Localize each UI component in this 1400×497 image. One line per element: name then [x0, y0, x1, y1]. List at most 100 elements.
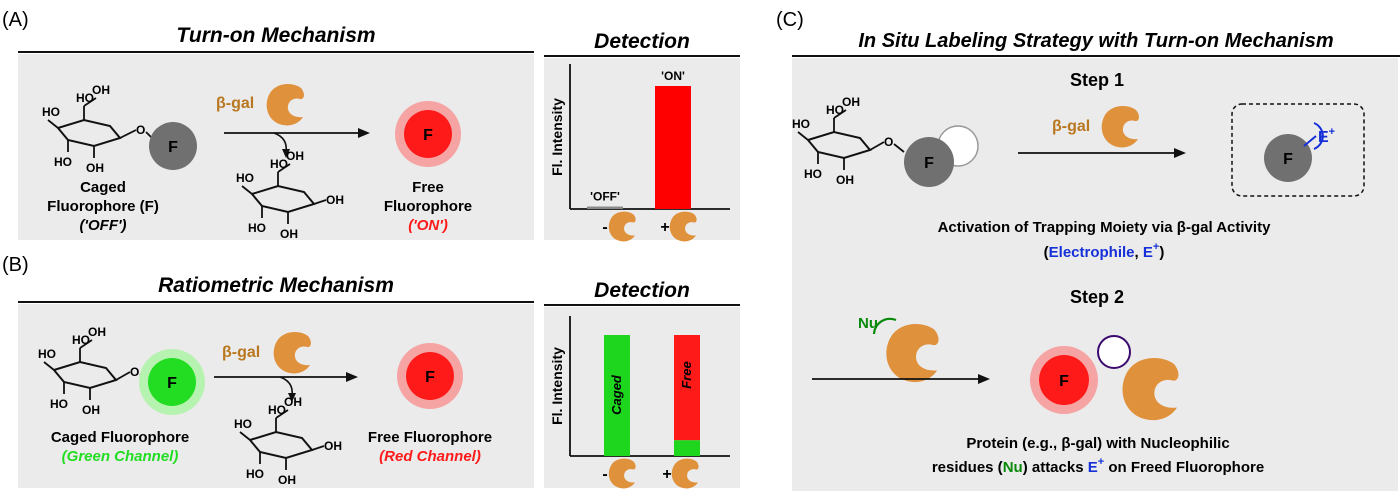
galactose-structure-c: HO HO OH HO OH O [792, 95, 905, 187]
chart-a-bar-on [655, 86, 691, 209]
chart-a: Fl. Intensity - + 'OFF' 'ON' [549, 64, 730, 242]
svg-text:OH: OH [836, 173, 854, 187]
free-label-line1: Free [412, 179, 444, 196]
chart-a-bar-label-off: 'OFF' [590, 190, 620, 204]
free-label-line3: ('ON') [408, 217, 448, 234]
caged-label-line2: Fluorophore (F) [47, 198, 159, 215]
svg-text:OH: OH [842, 95, 860, 109]
caged-green-letter: F [167, 375, 177, 392]
svg-text:HO: HO [76, 91, 94, 105]
activated-letter: F [1283, 151, 1293, 168]
free-galactose-structure: HO HO OH HO OH OH [236, 149, 344, 241]
caged-green-fluorophore [148, 358, 196, 406]
step1-beta-gal-label: β-gal [1052, 118, 1090, 135]
step2-arrowhead [978, 374, 990, 384]
svg-text:HO: HO [248, 221, 266, 235]
svg-text:HO: HO [270, 157, 288, 171]
svg-text:OH: OH [326, 193, 344, 207]
svg-text:HO: HO [72, 333, 90, 347]
reaction-arrowhead-b [346, 372, 358, 382]
byproduct-arrowhead [282, 149, 290, 158]
svg-text:HO: HO [42, 105, 60, 119]
panel-c: (C) In Situ Labeling Strategy with Turn-… [776, 9, 1400, 491]
panel-a-detection-box [544, 58, 740, 240]
svg-text:HO: HO [792, 117, 810, 131]
step2-caption-line2: residues (Nu) attacks E+ on Freed Fluoro… [932, 456, 1264, 476]
svg-text:OH: OH [86, 161, 104, 175]
panel-a: (A) Turn-on Mechanism Detection HO HO OH… [2, 9, 740, 242]
covalent-linker [1097, 335, 1131, 369]
svg-text:OH: OH [82, 403, 100, 417]
svg-text:OH: OH [286, 149, 304, 163]
nucleophile-arc [872, 317, 897, 335]
panel-a-letter: (A) [2, 9, 29, 31]
beta-gal-label-b: β-gal [222, 344, 260, 361]
chart-b-tick-plus: + [662, 466, 671, 483]
svg-text:O: O [136, 123, 145, 137]
caged-label-line3: ('OFF') [79, 217, 126, 234]
chart-a-bar-off [587, 206, 623, 209]
free-fluorophore-circle [404, 110, 452, 158]
svg-text:OH: OH [88, 325, 106, 339]
panel-a-title: Turn-on Mechanism [176, 24, 375, 47]
step1-arrowhead [1174, 148, 1186, 158]
chart-a-ylabel: Fl. Intensity [549, 98, 565, 176]
svg-text:HO: HO [236, 171, 254, 185]
chart-b-bar-label-free: Free [679, 361, 694, 388]
svg-text:HO: HO [804, 167, 822, 181]
chart-b-bar-label-caged: Caged [609, 374, 624, 415]
free-b-label-line2: (Red Channel) [379, 448, 481, 465]
svg-text:HO: HO [54, 155, 72, 169]
step2-caption-line1: Protein (e.g., β-gal) with Nucleophilic [966, 435, 1229, 452]
caged-b-label-line1: Caged Fluorophore [51, 429, 189, 446]
step1-caption-line2: (Electrophile, E+) [1044, 241, 1165, 261]
svg-text:OH: OH [280, 227, 298, 241]
electrophile-label: E+ [1318, 126, 1335, 146]
panel-b: (B) Ratiometric Mechanism Detection HO H… [2, 254, 740, 489]
chart-b: Fl. Intensity - + Caged Free [549, 316, 730, 489]
free-label-line2: Fluorophore [384, 198, 472, 215]
panel-b-letter: (B) [2, 254, 29, 276]
caged-fluorophore-circle [149, 122, 197, 170]
chart-a-tick-minus: - [602, 219, 607, 236]
free-red-letter: F [425, 369, 435, 386]
panel-b-detection-box [544, 307, 740, 488]
svg-text:HO: HO [234, 417, 252, 431]
electrophile-bracket [1303, 122, 1324, 150]
svg-text:O: O [130, 365, 139, 379]
svg-text:HO: HO [268, 403, 286, 417]
svg-text:O: O [884, 135, 893, 149]
svg-text:HO: HO [38, 347, 56, 361]
svg-text:OH: OH [324, 439, 342, 453]
chart-b-bar-green-0 [604, 335, 630, 456]
nucleophile-label: Nu [858, 315, 878, 332]
svg-text:OH: OH [278, 473, 296, 487]
byproduct-arrowhead-b [288, 393, 296, 402]
caged-b-label-line2: (Green Channel) [62, 448, 179, 465]
caged-label-line1: Caged [80, 179, 126, 196]
free-red-fluorophore [406, 352, 454, 400]
galactose-structure-b: HO HO OH HO OH O [38, 325, 149, 417]
panel-c-box [792, 58, 1398, 491]
step1-heading: Step 1 [1070, 70, 1124, 90]
caged-fluorophore-letter: F [168, 139, 178, 156]
step1-caged-fluorophore [904, 137, 954, 187]
chart-a-tick-plus: + [660, 219, 669, 236]
panel-c-letter: (C) [776, 9, 804, 31]
panel-a-detection-title: Detection [594, 30, 690, 53]
svg-text:HO: HO [826, 103, 844, 117]
product-fluorophore [1039, 355, 1089, 405]
reaction-arrowhead [358, 128, 370, 138]
svg-text:OH: OH [92, 83, 110, 97]
svg-text:HO: HO [246, 467, 264, 481]
panel-b-title: Ratiometric Mechanism [158, 274, 394, 297]
product-fluorophore-letter: F [1059, 373, 1069, 390]
activated-fluorophore [1264, 134, 1312, 182]
step1-caption-line1: Activation of Trapping Moiety via β-gal … [938, 219, 1271, 236]
beta-gal-label: β-gal [216, 95, 254, 112]
step1-caged-letter: F [924, 155, 934, 172]
free-fluorophore-letter: F [423, 127, 433, 144]
chart-b-ylabel: Fl. Intensity [549, 347, 565, 425]
chart-b-tick-minus: - [602, 466, 607, 483]
chart-a-bar-label-on: 'ON' [661, 69, 685, 83]
